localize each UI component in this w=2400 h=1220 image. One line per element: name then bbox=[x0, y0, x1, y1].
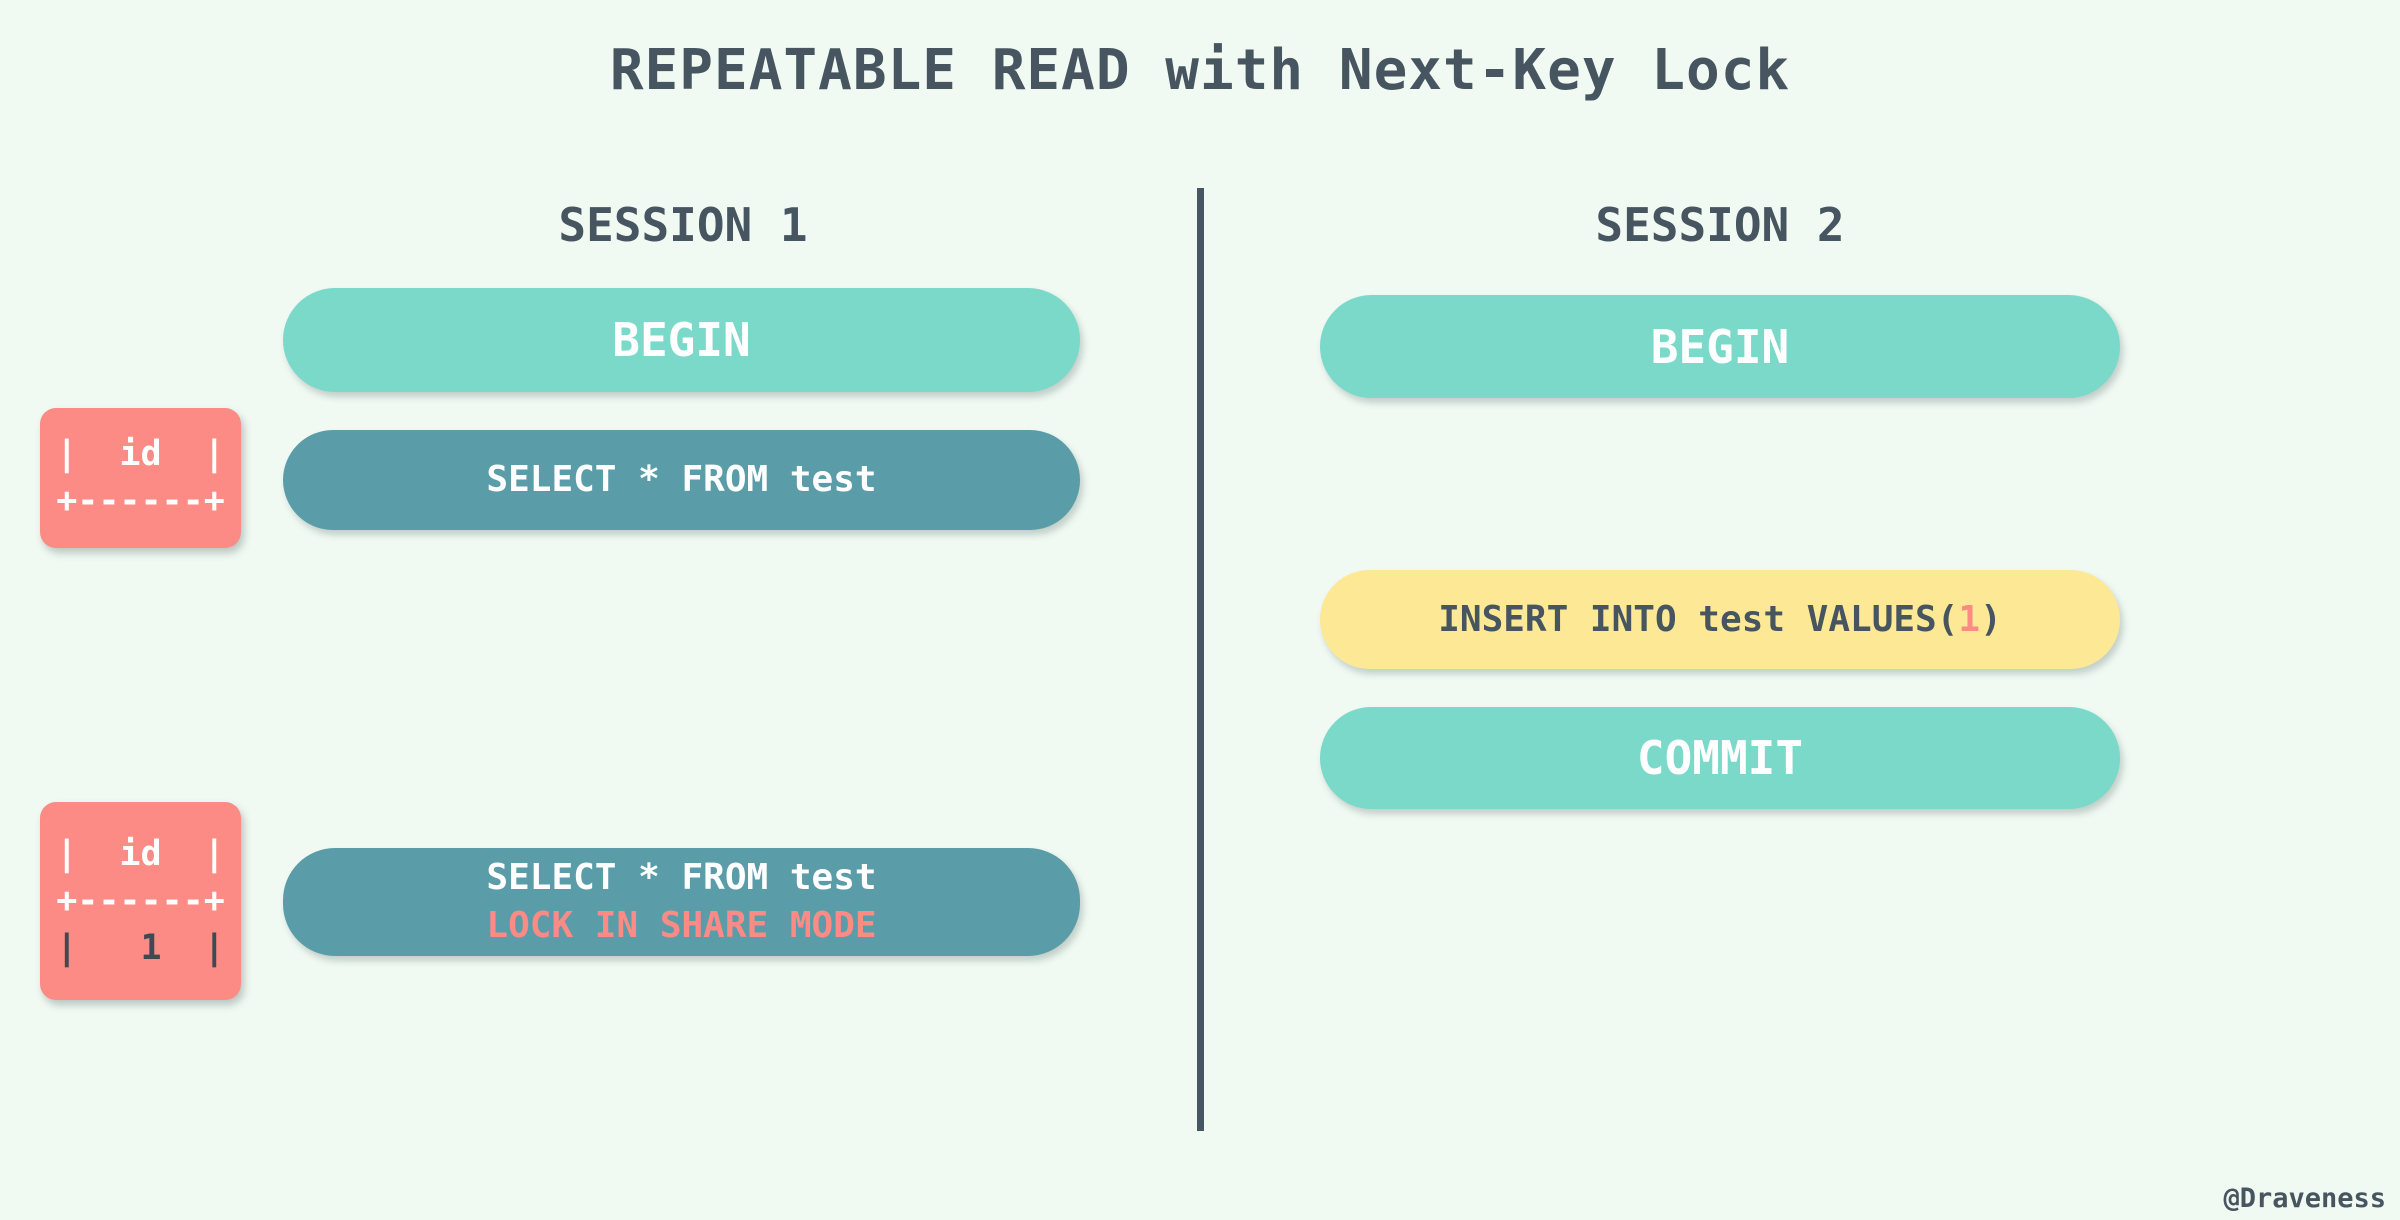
session1-select-lock-line2: LOCK IN SHARE MODE bbox=[486, 905, 877, 946]
table-separator-row: +------+ bbox=[56, 481, 225, 521]
session1-select-label: SELECT * FROM test bbox=[486, 459, 877, 500]
diagram-title: REPEATABLE READ with Next-Key Lock bbox=[609, 38, 1791, 103]
session-1-label: SESSION 1 bbox=[558, 198, 808, 252]
author-credit: @Draveness bbox=[2223, 1183, 2386, 1214]
session1-select-lock-line1: SELECT * FROM test bbox=[486, 857, 877, 898]
session1-result-table-row1: | id | +------+ | 1 | bbox=[40, 802, 241, 1000]
session1-select-lock-pill: SELECT * FROM test LOCK IN SHARE MODE bbox=[283, 848, 1080, 956]
session1-begin-pill: BEGIN bbox=[283, 288, 1080, 392]
session2-begin-pill: BEGIN bbox=[1320, 295, 2120, 398]
session2-begin-label: BEGIN bbox=[1650, 319, 1790, 374]
table-separator-row: +------+ bbox=[56, 880, 225, 921]
table-header-row: | id | bbox=[56, 434, 225, 474]
insert-sql-suffix: ) bbox=[1980, 598, 2002, 640]
session2-insert-label: INSERT INTO test VALUES(1) bbox=[1438, 596, 2002, 644]
table-data-row: | 1 | bbox=[56, 927, 225, 968]
table-header-row: | id | bbox=[56, 833, 225, 874]
session2-insert-pill: INSERT INTO test VALUES(1) bbox=[1320, 570, 2120, 669]
session2-commit-label: COMMIT bbox=[1636, 731, 1804, 785]
session2-commit-pill: COMMIT bbox=[1320, 707, 2120, 809]
insert-sql-value: 1 bbox=[1958, 598, 1981, 640]
session1-begin-label: BEGIN bbox=[612, 313, 751, 367]
session1-select-pill: SELECT * FROM test bbox=[283, 430, 1080, 530]
insert-sql-prefix: INSERT INTO test VALUES( bbox=[1438, 598, 1959, 640]
session1-result-table-empty: | id | +------+ bbox=[40, 408, 241, 548]
session-2-label: SESSION 2 bbox=[1595, 198, 1845, 252]
session-divider-line bbox=[1197, 188, 1204, 1131]
